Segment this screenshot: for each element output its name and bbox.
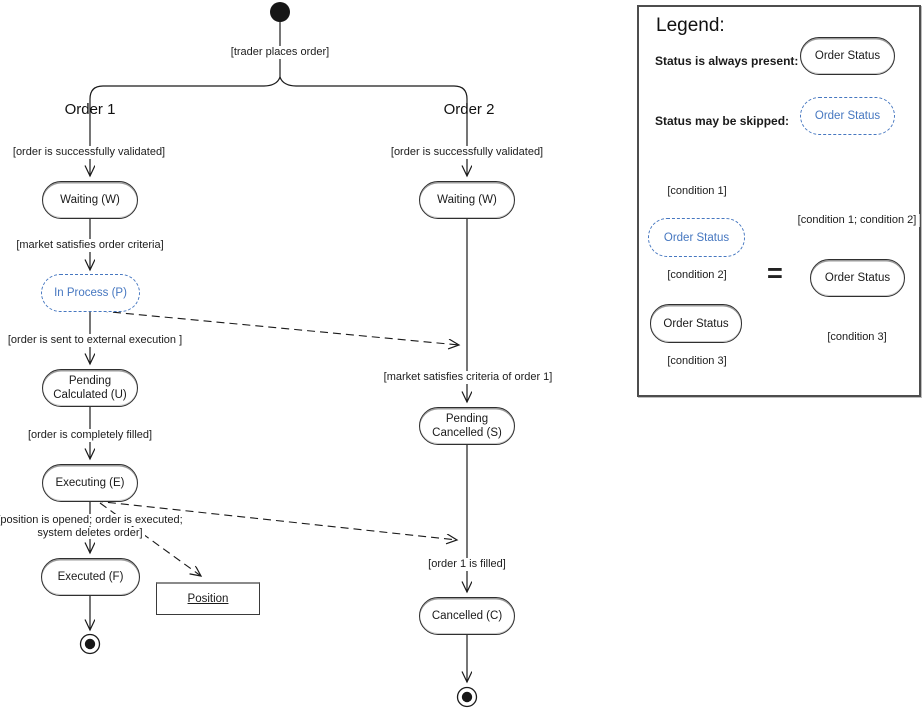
legend-left-state: Order Status [650, 304, 742, 343]
order2-title: Order 2 [443, 101, 495, 118]
legend-left-cond2: [condition 2] [664, 269, 730, 282]
final-node-order2-core [461, 691, 473, 703]
guard-trader-places-order: [trader places order] [227, 46, 333, 59]
o2-guard-validated: [order is successfully validated] [387, 146, 547, 159]
o2-guard-order1-filled: [order 1 is filled] [425, 558, 509, 571]
legend-right-state: Order Status [810, 259, 905, 297]
o1-guard-position-opened: [position is opened; order is executed; … [0, 514, 190, 540]
o1-guard-validated: [order is successfully validated] [9, 146, 169, 159]
legend-always-label: Status is always present: [655, 54, 799, 68]
fork-branch-order2 [279, 76, 467, 176]
legend-left-cond3: [condition 3] [664, 355, 730, 368]
legend-box: Legend: Status is always present: Order … [637, 5, 921, 397]
o1-state-executing: Executing (E) [42, 464, 138, 502]
legend-skipped-label: Status may be skipped: [655, 114, 790, 128]
o2-state-pending-line2: Cancelled (S) [432, 427, 502, 439]
o1-state-pending-line1: Pending [68, 375, 112, 387]
o1-guard-completely-filled: [order is completely filled] [24, 429, 156, 442]
legend-title: Legend: [656, 15, 725, 36]
position-object-box: Position [156, 582, 260, 615]
dashed-executing-to-order2 [94, 500, 457, 540]
o2-guard-market-order1: [market satisfies criteria of order 1] [380, 371, 556, 384]
o2-state-pending-line1: Pending [445, 413, 489, 425]
dashed-inprocess-to-order2 [99, 310, 459, 345]
o1-state-in-process: In Process (P) [41, 274, 140, 312]
o1-guard-position-line2: system deletes order] [35, 527, 145, 539]
legend-equals-sign: = [767, 258, 783, 288]
legend-left-cond1: [condition 1] [664, 185, 730, 198]
o1-guard-sent-external: [order is sent to external execution ] [4, 334, 186, 347]
o1-state-pending-line2: Calculated (U) [53, 389, 127, 401]
fork-branch-order1 [90, 76, 281, 176]
initial-node [270, 2, 290, 22]
position-object-label: Position [187, 593, 229, 605]
o2-state-cancelled: Cancelled (C) [419, 597, 515, 635]
o1-state-waiting: Waiting (W) [42, 181, 138, 219]
order1-title: Order 1 [64, 101, 116, 118]
o2-state-pending-cancelled: Pending Cancelled (S) [419, 407, 515, 445]
o1-guard-market: [market satisfies order criteria] [13, 239, 167, 252]
o2-state-waiting: Waiting (W) [419, 181, 515, 219]
legend-right-cond3: [condition 3] [824, 331, 890, 344]
legend-always-state: Order Status [800, 37, 895, 75]
o1-state-executed: Executed (F) [41, 558, 140, 596]
o1-state-pending-calculated: Pending Calculated (U) [42, 369, 138, 407]
o1-guard-position-line1: [position is opened; order is executed; [0, 514, 185, 526]
final-node-order1-core [84, 638, 96, 650]
legend-skipped-state: Order Status [800, 97, 895, 135]
legend-left-skippable-state: Order Status [648, 218, 745, 257]
legend-right-cond12: [condition 1; condition 2] [794, 214, 920, 227]
